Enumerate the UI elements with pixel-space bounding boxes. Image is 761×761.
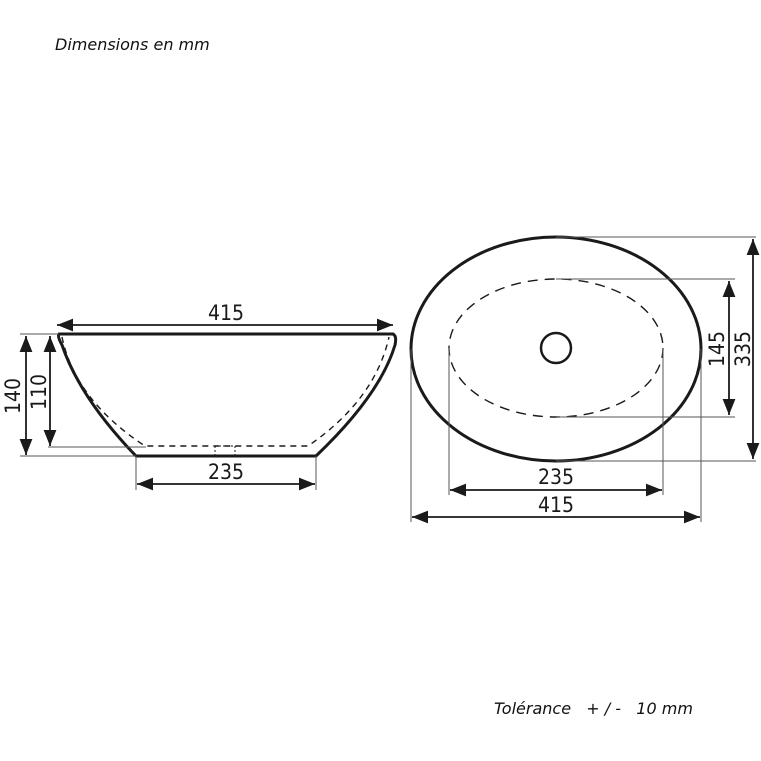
basin-inner-dashed-ellipse: [448, 278, 664, 418]
top-view: 335 145 235 415: [409, 235, 760, 524]
top-inner-width-label: 145: [705, 331, 729, 367]
top-outer-length-label: 415: [538, 493, 574, 517]
side-inner-depth-label: 110: [27, 374, 51, 410]
drain-outline: [214, 445, 236, 456]
side-view: 415 235 140 110: [1, 301, 398, 491]
top-inner-length-label: 235: [538, 465, 574, 489]
tolerance-note: Tolérance + / - 10 mm: [494, 699, 693, 718]
side-base-width-label: 235: [208, 460, 244, 484]
side-top-width-label: 415: [208, 301, 244, 325]
basin-outer-ellipse: [409, 235, 703, 463]
bowl-profile-outline: [56, 332, 398, 458]
side-total-height-label: 140: [1, 378, 25, 414]
drain-hole: [539, 331, 573, 365]
bowl-inner-dashed: [61, 336, 390, 447]
top-outer-width-label: 335: [731, 331, 755, 367]
units-note: Dimensions en mm: [55, 35, 210, 54]
